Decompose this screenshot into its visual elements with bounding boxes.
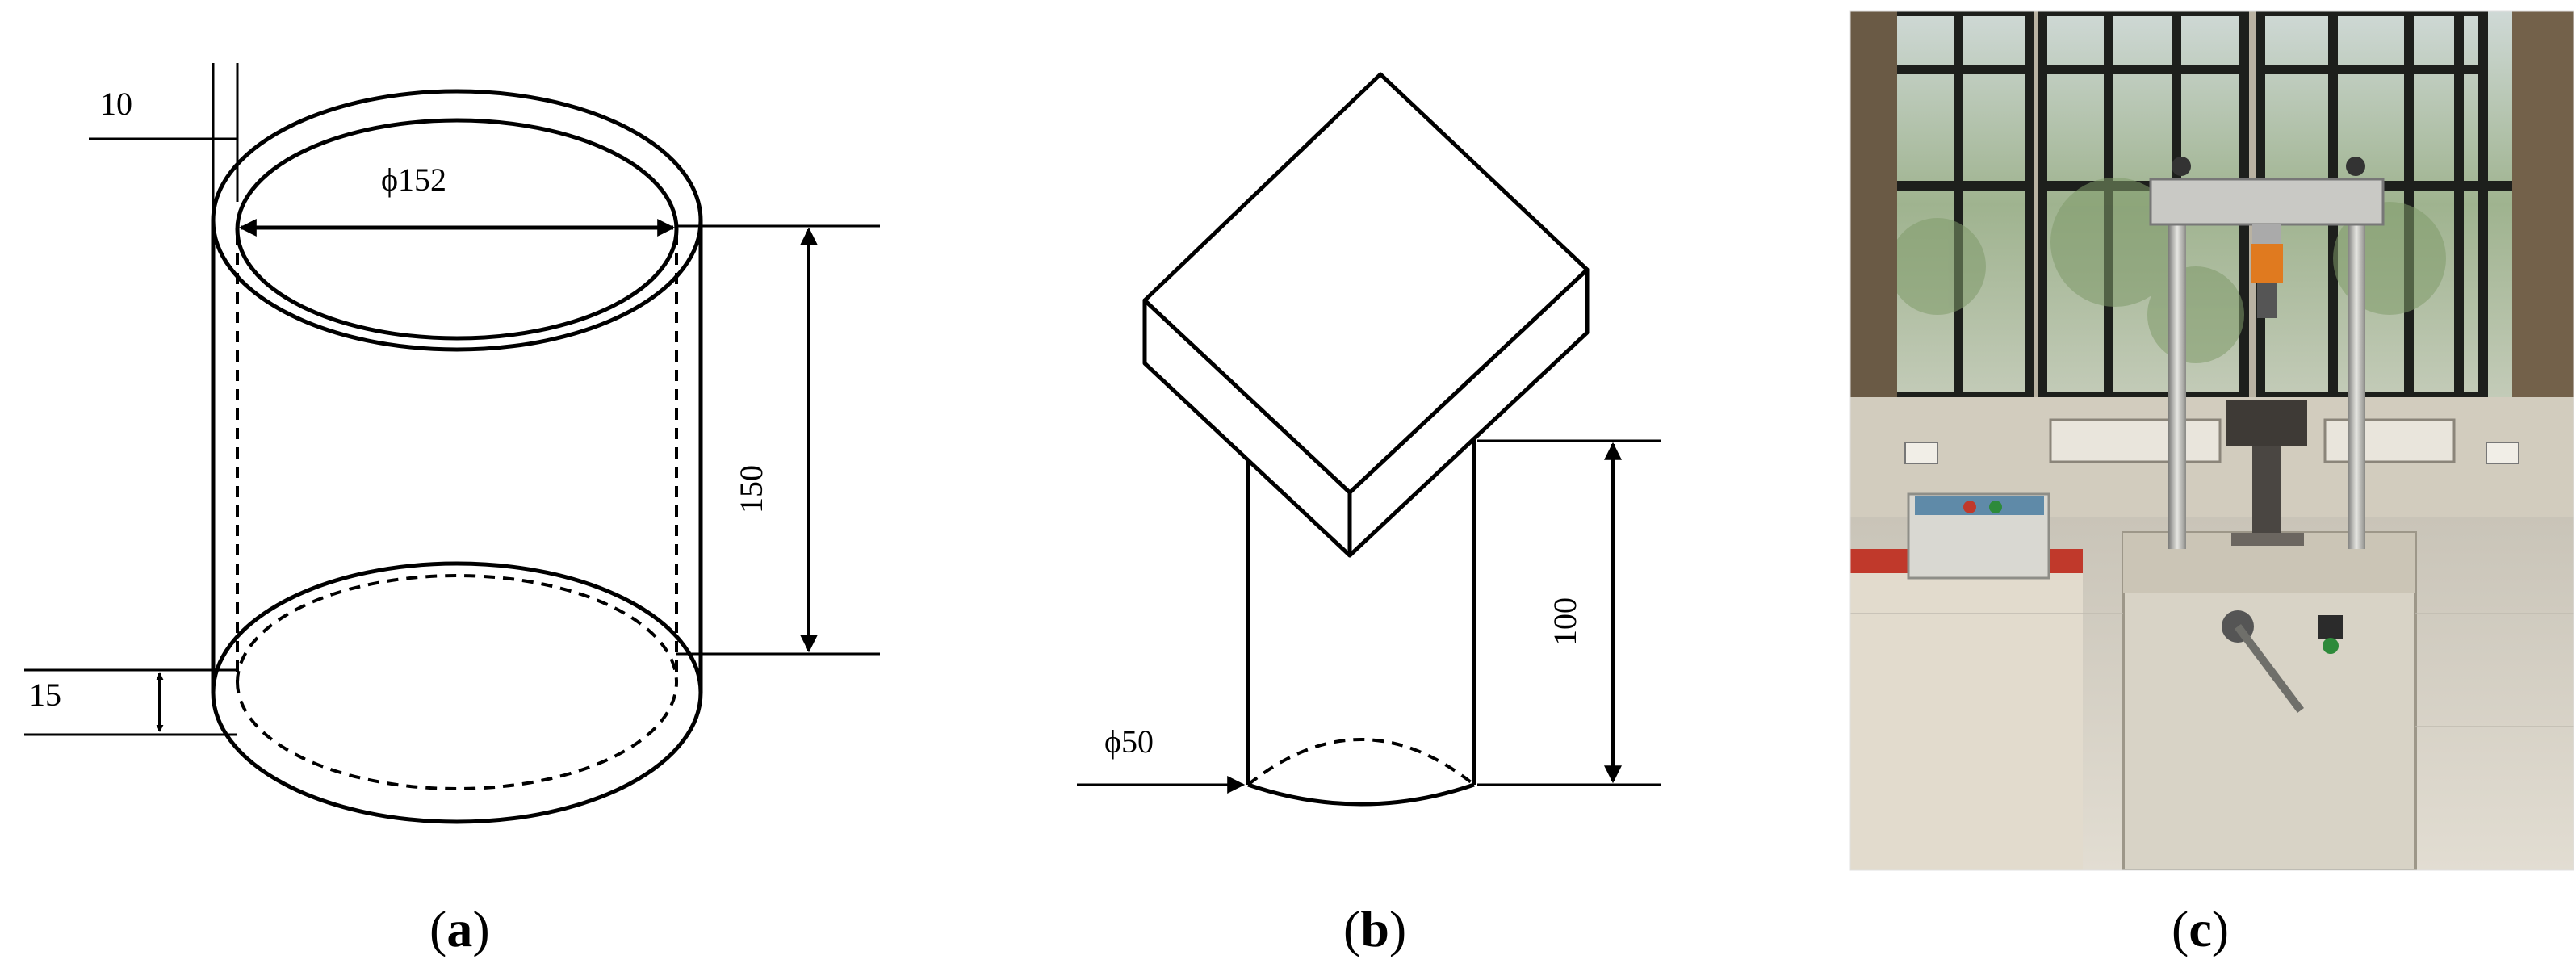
panel-b-piston-drawing bbox=[1077, 72, 1661, 807]
base-thickness-dimension bbox=[24, 668, 237, 736]
caption-c: (c) bbox=[2172, 900, 2229, 957]
mould-bottom-outer-rim bbox=[211, 561, 703, 824]
caption-a: (a) bbox=[429, 900, 490, 957]
curtain-right bbox=[2512, 11, 2574, 415]
panel-c-photo bbox=[1849, 10, 2574, 871]
mould-top-outer-rim bbox=[211, 89, 703, 352]
base-thickness-label: 15 bbox=[29, 677, 61, 713]
panel-a-mould-drawing bbox=[24, 63, 880, 824]
height-dimension bbox=[676, 224, 880, 656]
testing-machine bbox=[2122, 157, 2417, 870]
piston-shaft-bottom-back bbox=[1246, 738, 1476, 786]
wall-thickness-label: 10 bbox=[100, 86, 132, 122]
piston-shaft-bottom-front bbox=[1247, 782, 1475, 807]
wall-thickness-dimension bbox=[89, 63, 239, 220]
right-column bbox=[2348, 202, 2365, 549]
control-cabinet bbox=[1850, 549, 2083, 870]
piston-height-dimension bbox=[1477, 439, 1661, 786]
loading-block bbox=[1142, 72, 1590, 558]
left-column bbox=[2168, 202, 2186, 549]
height-label-b: 100 bbox=[1547, 597, 1583, 646]
diameter-label-a: ϕ152 bbox=[381, 161, 446, 198]
crosshead bbox=[2149, 178, 2385, 226]
load-cell bbox=[2251, 244, 2283, 283]
height-label-a: 150 bbox=[733, 465, 769, 513]
caption-b: (b) bbox=[1343, 900, 1406, 957]
mould-top-inner-rim bbox=[235, 118, 679, 341]
curtain-left bbox=[1850, 11, 1897, 399]
mould-hidden-lines bbox=[236, 234, 678, 790]
diameter-label-b: ϕ50 bbox=[1104, 723, 1154, 760]
